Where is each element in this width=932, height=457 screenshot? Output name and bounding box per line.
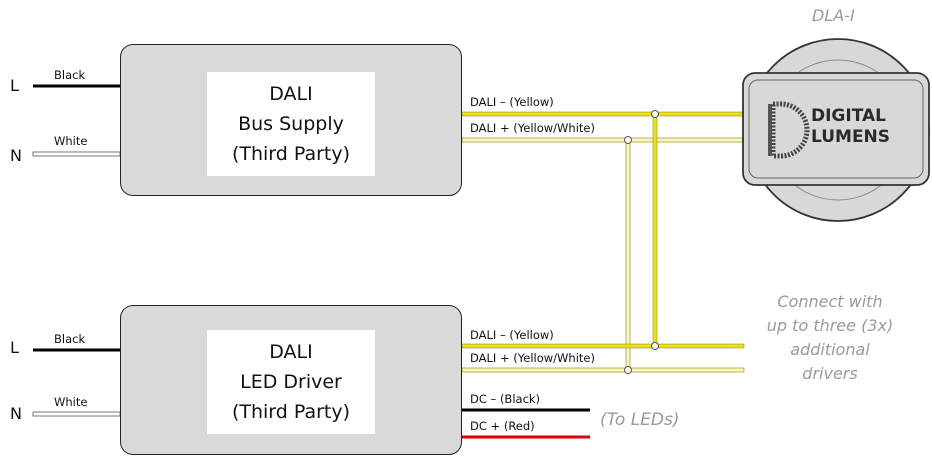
black-wire-label-bottom: Black <box>54 332 86 346</box>
note-line3: additional <box>790 340 870 359</box>
bus-supply-box: DALI Bus Supply (Third Party) <box>120 44 462 196</box>
to-leds-label: (To LEDs) <box>600 410 680 430</box>
neutral-wire-white-top <box>32 151 121 157</box>
dla-i-title: DLA-I <box>812 6 855 25</box>
dali-minus-riser <box>652 113 658 347</box>
dali-minus-label-top: DALI – (Yellow) <box>470 95 554 109</box>
note-line1: Connect with <box>777 292 883 311</box>
neutral-label-top: N <box>10 146 22 165</box>
note-line4: drivers <box>802 364 858 383</box>
line-label-top: L <box>10 76 19 95</box>
led-driver-line1: DALI <box>269 341 313 363</box>
dc-minus-label: DC – (Black) <box>470 392 541 406</box>
junction-dot <box>624 136 632 144</box>
led-driver-line2: LED Driver <box>240 371 342 393</box>
dali-plus-label-top: DALI + (Yellow/White) <box>470 121 595 135</box>
digital-lumens-logo: DIGITAL LUMENS <box>811 106 890 148</box>
black-wire-label-top: Black <box>54 68 86 82</box>
neutral-wire-white-bottom <box>32 411 121 417</box>
white-wire-label-bottom: White <box>54 395 88 409</box>
logo-line1: DIGITAL <box>811 106 886 126</box>
dali-minus-wire-top <box>461 111 745 117</box>
bus-supply-line3: (Third Party) <box>231 143 351 165</box>
led-driver-line3: (Third Party) <box>231 401 351 423</box>
junction-dot <box>651 342 659 350</box>
bus-supply-line1: DALI <box>269 83 313 105</box>
dali-minus-label-bottom: DALI – (Yellow) <box>470 328 554 342</box>
dla-i-device <box>742 38 930 222</box>
neutral-label-bottom: N <box>10 404 22 423</box>
dali-plus-wire-bottom <box>461 367 745 373</box>
bus-supply-label: DALI Bus Supply (Third Party) <box>207 72 375 176</box>
white-wire-label-top: White <box>54 134 88 148</box>
note-line2: up to three (3x) <box>766 316 894 335</box>
led-driver-box: DALI LED Driver (Third Party) <box>120 305 462 455</box>
connect-note: Connect with up to three (3x) additional… <box>742 290 918 386</box>
bus-supply-line2: Bus Supply <box>238 113 344 135</box>
led-driver-label: DALI LED Driver (Third Party) <box>207 330 375 434</box>
dali-plus-wire-top <box>461 137 745 143</box>
dali-minus-wire-bottom <box>461 343 745 349</box>
dali-plus-label-bottom: DALI + (Yellow/White) <box>470 351 595 365</box>
line-label-bottom: L <box>10 338 19 357</box>
dc-plus-label: DC + (Red) <box>470 419 535 433</box>
junction-dot <box>651 110 659 118</box>
dali-plus-riser <box>625 139 631 371</box>
logo-line2: LUMENS <box>811 127 891 147</box>
junction-dot <box>624 366 632 374</box>
